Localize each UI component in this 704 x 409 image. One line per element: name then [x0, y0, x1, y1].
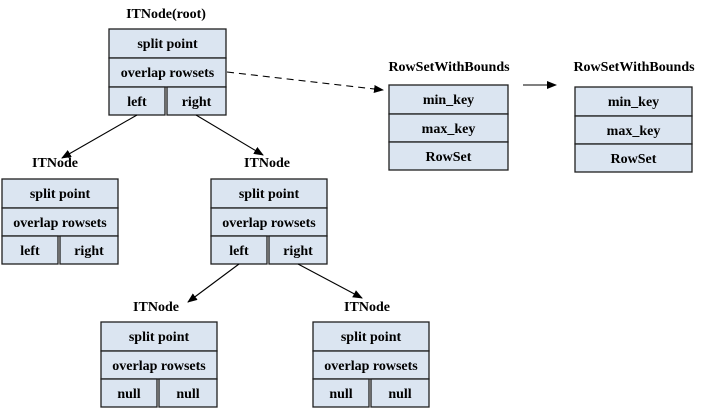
right-label: right	[182, 95, 212, 110]
itnode-leaf-2: ITNode split point overlap rowsets null …	[312, 300, 430, 408]
rowset-title: RowSetWithBounds	[388, 60, 510, 75]
min-key-cell	[574, 86, 693, 117]
right-cell	[268, 235, 328, 265]
rowset-with-bounds-1: RowSetWithBounds min_key max_key RowSet	[388, 60, 510, 171]
node-title: ITNode	[344, 300, 390, 315]
max-key-label: max_key	[422, 122, 476, 137]
itnode-right: ITNode split point overlap rowsets left …	[210, 156, 328, 265]
min-key-label: min_key	[423, 93, 474, 108]
min-key-cell	[388, 84, 509, 115]
split-point-label: split point	[129, 330, 190, 345]
edge-right-to-leaf-2	[297, 263, 363, 299]
overlap-rowsets-cell	[210, 207, 328, 237]
left-cell	[1, 235, 59, 265]
left-label: left	[127, 95, 147, 110]
right-label: right	[74, 244, 104, 259]
edge-root-to-left	[61, 114, 138, 159]
split-point-label: split point	[341, 330, 402, 345]
node-title: ITNode(root)	[126, 7, 206, 22]
left-cell	[100, 378, 158, 408]
node-title: ITNode	[244, 156, 290, 171]
right-label: null	[388, 387, 411, 402]
edge-right-to-leaf-1	[187, 263, 240, 303]
rowset-label: RowSet	[426, 150, 472, 165]
split-point-label: split point	[239, 187, 300, 202]
right-cell	[59, 235, 119, 265]
overlap-rowsets-label: overlap rowsets	[112, 359, 206, 374]
overlap-rowsets-cell	[100, 350, 218, 380]
overlap-rowsets-label: overlap rowsets	[121, 66, 215, 81]
left-label: left	[20, 244, 40, 259]
left-label: null	[117, 387, 140, 402]
itnode-root: ITNode(root) split point overlap rowsets…	[108, 7, 227, 116]
right-label: right	[283, 244, 313, 259]
left-label: left	[229, 244, 249, 259]
itnode-leaf-1: ITNode split point overlap rowsets null …	[100, 300, 218, 408]
overlap-rowsets-label: overlap rowsets	[13, 216, 107, 231]
right-cell	[370, 378, 430, 408]
rowset-title: RowSetWithBounds	[573, 60, 695, 75]
left-cell	[210, 235, 268, 265]
right-cell	[158, 378, 218, 408]
overlap-rowsets-cell	[108, 57, 227, 88]
node-title: ITNode	[133, 300, 179, 315]
rowset-cell	[574, 143, 693, 173]
max-key-cell	[388, 113, 509, 143]
overlap-rowsets-cell	[1, 207, 119, 237]
left-cell	[312, 378, 370, 408]
split-point-cell	[108, 28, 227, 59]
overlap-rowsets-label: overlap rowsets	[324, 359, 418, 374]
edge-overlap-rowsets-to-rowset	[226, 71, 384, 93]
split-point-cell	[312, 321, 430, 352]
overlap-rowsets-label: overlap rowsets	[222, 216, 316, 231]
right-cell	[166, 86, 227, 116]
split-point-label: split point	[30, 187, 91, 202]
split-point-label: split point	[137, 37, 198, 52]
right-label: null	[176, 387, 199, 402]
rowset-with-bounds-2: RowSetWithBounds min_key max_key RowSet	[573, 60, 695, 173]
rowset-cell	[388, 141, 509, 171]
left-label: null	[329, 387, 352, 402]
overlap-rowsets-cell	[312, 350, 430, 380]
rowset-label: RowSet	[611, 152, 657, 167]
node-title: ITNode	[32, 156, 78, 171]
max-key-label: max_key	[607, 124, 661, 139]
edge-root-to-right	[195, 114, 264, 156]
itnode-left: ITNode split point overlap rowsets left …	[1, 156, 119, 265]
min-key-label: min_key	[608, 95, 659, 110]
